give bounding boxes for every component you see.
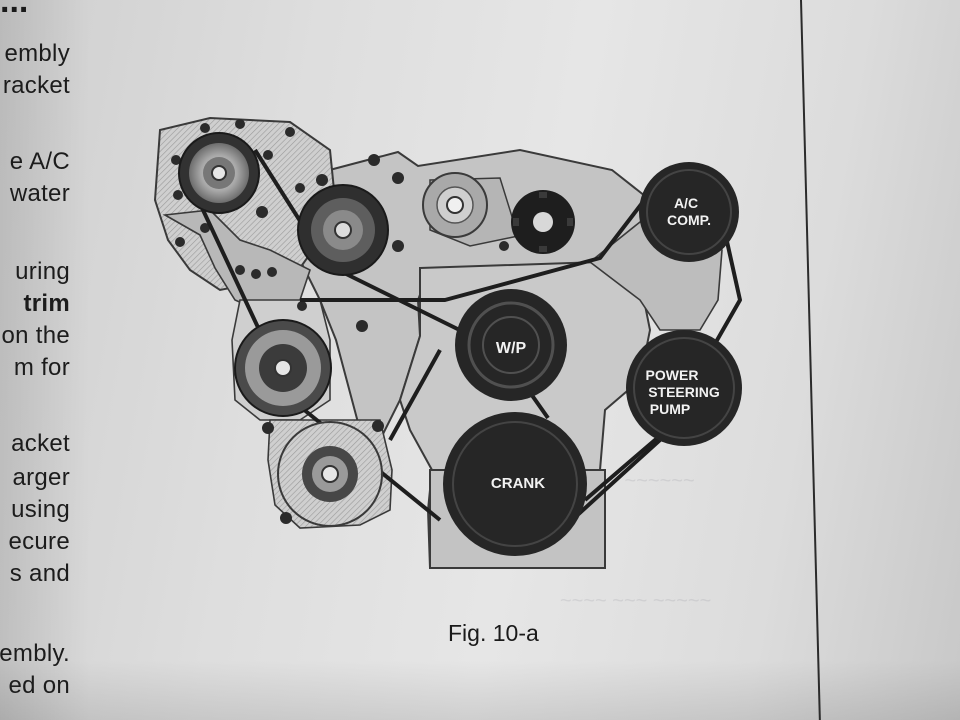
- water-pump-pulley: W/P: [455, 289, 567, 401]
- power-steering-label-line2: STEERING: [648, 384, 720, 400]
- supercharger-pulley: [178, 132, 260, 214]
- body-text-line: embly.: [0, 640, 70, 667]
- body-text-line: acket: [11, 430, 70, 457]
- idler-pulley-top: [422, 172, 519, 247]
- crank-pulley: CRANK: [443, 412, 587, 556]
- page-shadow-left: [0, 0, 90, 720]
- tensioner-pulley: [234, 319, 332, 417]
- bolt-heads: [171, 119, 509, 524]
- body-text-line: e A/C: [9, 148, 70, 175]
- body-text-line: water: [9, 180, 70, 207]
- bleed-through-text: ~~~~ ~~~ ~~~~~: [560, 590, 712, 612]
- section-heading-fragment: ...: [0, 0, 29, 20]
- body-text-line: trim: [23, 290, 70, 317]
- left-column-text: embly racket e A/C water uring trim on the m fo…: [0, 0, 72, 720]
- body-text-line: on the: [1, 322, 70, 349]
- idler-pulley-upper: [297, 184, 389, 276]
- ac-comp-label-line2: COMP.: [667, 212, 711, 228]
- body-text-line: arger: [12, 464, 70, 491]
- figure-caption: Fig. 10-a: [448, 620, 539, 646]
- ac-compressor-pulley: A/C COMP.: [639, 162, 739, 262]
- body-text-line: embly: [4, 40, 70, 67]
- ac-comp-label-line1: A/C: [674, 195, 698, 211]
- page-shadow-bottom: [0, 660, 960, 720]
- grooved-idler-pulley: [511, 190, 575, 254]
- alternator-pulley: [277, 421, 383, 527]
- body-text-line: s and: [9, 560, 70, 587]
- body-text-line: uring: [15, 258, 70, 285]
- power-steering-label-line1: POWER: [646, 367, 699, 383]
- body-text-line: using: [11, 496, 70, 523]
- power-steering-label-line3: PUMP: [650, 401, 690, 417]
- body-text-line: ecure: [8, 528, 70, 555]
- crank-label: CRANK: [491, 475, 545, 492]
- body-text-line: ed on: [8, 672, 70, 699]
- body-text-line: m for: [13, 354, 70, 381]
- body-text-line: racket: [2, 72, 70, 99]
- power-steering-pump-pulley: POWER STEERING PUMP: [626, 330, 742, 446]
- water-pump-label: W/P: [496, 340, 527, 357]
